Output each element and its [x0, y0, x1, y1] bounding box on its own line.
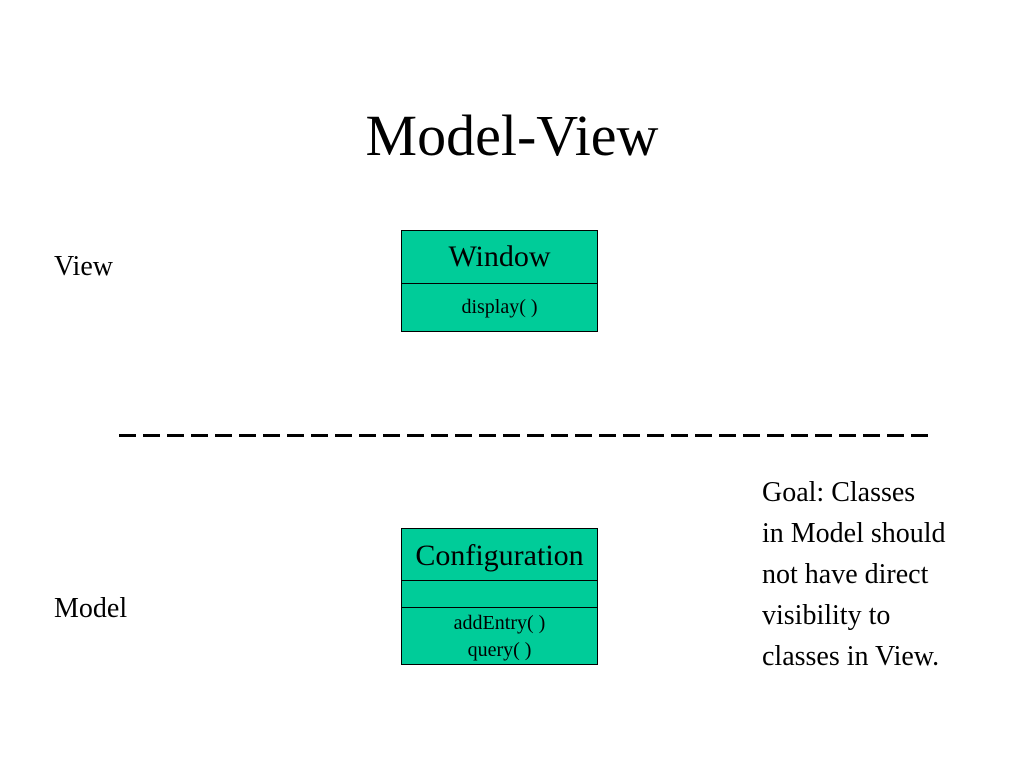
window-operation-display: display( )	[461, 296, 538, 318]
configuration-operation-addentry: addEntry( )	[453, 612, 546, 634]
configuration-class-name: Configuration	[415, 539, 584, 572]
layer-divider-dashed-line	[119, 434, 931, 437]
view-layer-label: View	[54, 251, 113, 282]
configuration-operations: addEntry( ) query( )	[402, 607, 597, 664]
goal-note: Goal: Classes in Model should not have d…	[762, 477, 946, 672]
configuration-operation-query: query( )	[467, 639, 532, 661]
configuration-attributes	[402, 580, 597, 607]
window-operations: display( )	[402, 283, 597, 331]
window-class-box: Window display( )	[401, 230, 598, 332]
model-layer-label: Model	[54, 593, 128, 624]
configuration-class-box: Configuration addEntry( ) query( )	[401, 528, 598, 665]
slide-title: Model-View	[365, 103, 659, 168]
window-class-name: Window	[448, 240, 551, 273]
